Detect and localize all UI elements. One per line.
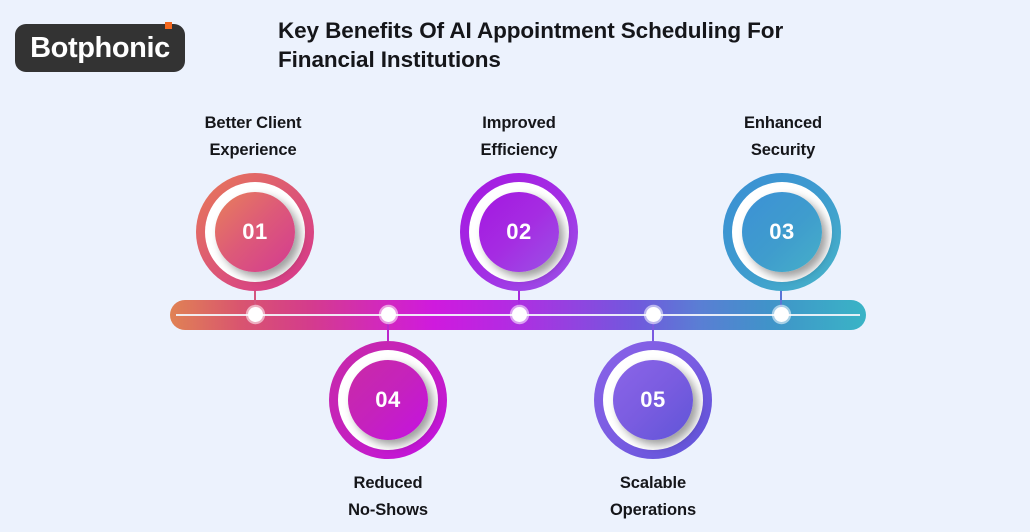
- node-label-02-line2: Efficiency: [480, 141, 558, 159]
- timeline-marker-01[interactable]: [248, 307, 263, 322]
- node-circle-01[interactable]: 01: [196, 173, 314, 291]
- connector-stem-02: [518, 280, 521, 308]
- node-core-05: 05: [613, 360, 693, 440]
- node-label-04-line2: No-Shows: [348, 501, 428, 519]
- connector-stem-03: [780, 280, 783, 308]
- node-number-02: 02: [506, 219, 532, 244]
- node-label-01: Better Client Experience: [148, 110, 358, 164]
- connector-stem-05: [652, 322, 655, 350]
- connector-stem-01: [254, 280, 257, 308]
- node-label-04: Reduced No-Shows: [283, 470, 493, 524]
- timeline-marker-dot: [649, 310, 658, 319]
- timeline-marker-02[interactable]: [512, 307, 527, 322]
- node-label-05-line1: Scalable: [619, 474, 687, 492]
- node-number-01: 01: [242, 219, 268, 244]
- timeline-marker-05[interactable]: [646, 307, 661, 322]
- node-circle-02[interactable]: 02: [460, 173, 578, 291]
- node-number-04: 04: [375, 387, 401, 412]
- node-label-01-line1: Better Client: [204, 114, 302, 132]
- node-circle-04[interactable]: 04: [329, 341, 447, 459]
- node-label-05: Scalable Operations: [548, 470, 758, 524]
- timeline-marker-dot: [777, 310, 786, 319]
- timeline-marker-dot: [251, 310, 260, 319]
- timeline-marker-03[interactable]: [774, 307, 789, 322]
- node-core-02: 02: [479, 192, 559, 272]
- node-circle-03[interactable]: 03: [723, 173, 841, 291]
- node-number-05: 05: [640, 387, 666, 412]
- node-core-03: 03: [742, 192, 822, 272]
- node-label-02: Improved Efficiency: [414, 110, 624, 164]
- node-core-01: 01: [215, 192, 295, 272]
- node-circle-05[interactable]: 05: [594, 341, 712, 459]
- page-title: Key Benefits Of AI Appointment Schedulin…: [278, 18, 784, 72]
- node-number-03: 03: [769, 219, 795, 244]
- logo-accent-dot-icon: [165, 22, 172, 29]
- node-label-03: Enhanced Security: [678, 110, 888, 164]
- node-label-03-line1: Enhanced: [743, 114, 823, 132]
- timeline-marker-dot: [384, 310, 393, 319]
- node-core-04: 04: [348, 360, 428, 440]
- connector-stem-04: [387, 322, 390, 350]
- brand-logo-text: Botphonic: [30, 31, 170, 64]
- timeline-marker-04[interactable]: [381, 307, 396, 322]
- node-label-03-line2: Security: [750, 141, 816, 159]
- node-label-05-line2: Operations: [609, 501, 697, 519]
- brand-logo: Botphonic: [15, 22, 185, 72]
- node-label-04-line1: Reduced: [353, 474, 423, 492]
- node-label-01-line2: Experience: [209, 141, 297, 159]
- timeline-marker-dot: [515, 310, 524, 319]
- node-label-02-line1: Improved: [482, 114, 556, 132]
